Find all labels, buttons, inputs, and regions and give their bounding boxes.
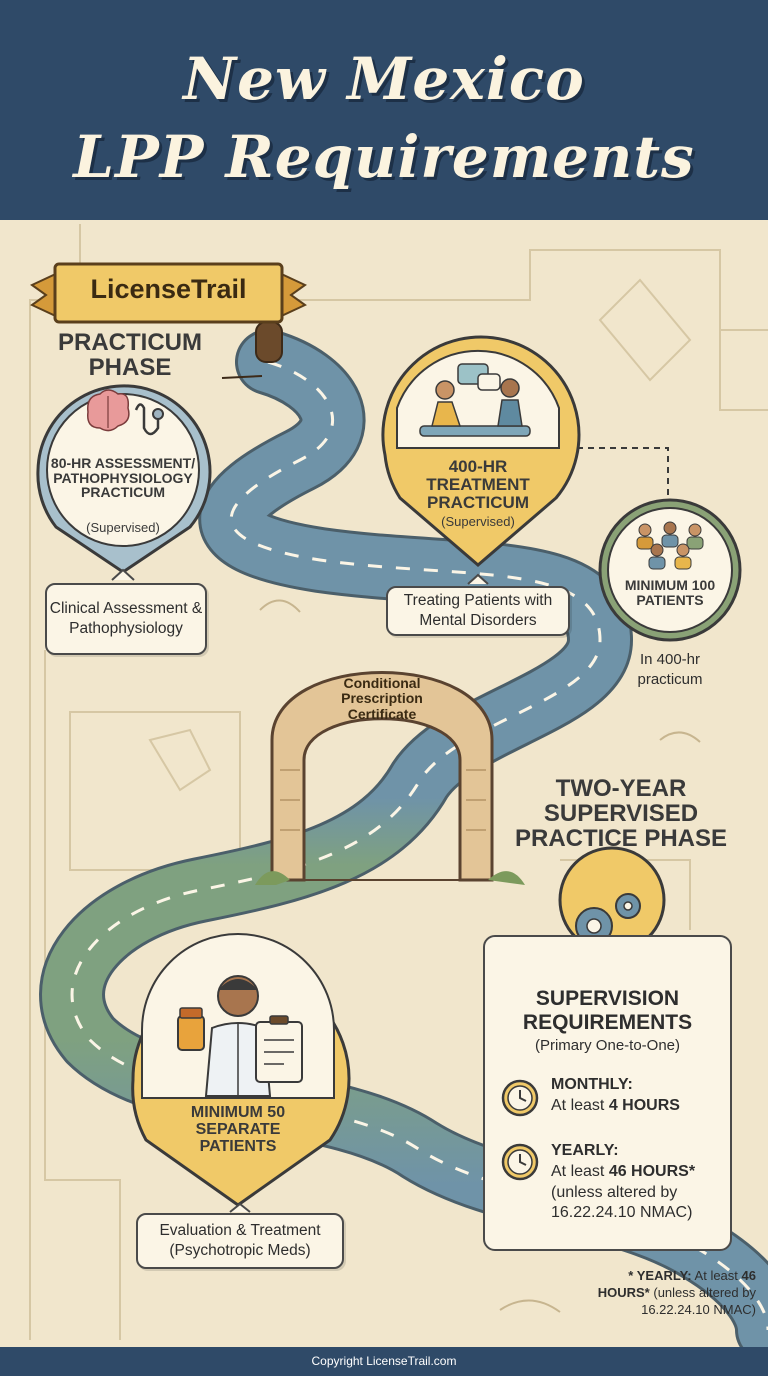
- footnote-note: (unless altered by 16.22.24.10 NMAC): [641, 1284, 756, 1317]
- eval-label: Evaluation & Treatment (Psychotropic Med…: [136, 1213, 344, 1269]
- title-header: New Mexico LPP Requirements: [0, 0, 768, 220]
- treatment-subtitle: (Supervised): [441, 514, 515, 529]
- yearly-label: YEARLY:: [551, 1142, 619, 1159]
- footnote-text: At least: [694, 1268, 738, 1283]
- footnote: * YEARLY: At least 46 HOURS* (unless alt…: [578, 1268, 756, 1319]
- treatment-label: Treating Patients with Mental Disorders: [386, 586, 570, 636]
- yearly-row: YEARLY: At least 46 HOURS* (unless alter…: [551, 1141, 721, 1224]
- road-centerline: [70, 360, 768, 1331]
- pointer-treatment: [467, 573, 489, 585]
- practicum-phase-label: PRACTICUM PHASE: [58, 329, 202, 382]
- supervision-subtitle: (Primary One-to-One): [534, 1037, 681, 1054]
- trail-map: [29, 224, 768, 1347]
- treatment-marker: [381, 335, 581, 567]
- certificate-arch: [255, 671, 525, 885]
- monthly-value: 4 HOURS: [608, 1096, 680, 1114]
- assessment-title: 80-HR ASSESSMENT/ PATHOPHYSIOLOGY PRACTI…: [50, 455, 196, 501]
- pointer-assessment: [111, 568, 135, 581]
- patients100-title: MINIMUM 100 PATIENTS: [624, 577, 716, 608]
- supervision-panel: SUPERVISION REQUIREMENTS (Primary One-to…: [483, 935, 732, 1251]
- licensetrail-banner-text: LicenseTrail: [90, 274, 247, 304]
- supervision-title: SUPERVISION REQUIREMENTS: [522, 987, 693, 1035]
- pointer-eval: [229, 1202, 251, 1213]
- footnote-value: 46 HOURS*: [597, 1268, 756, 1300]
- patients100-note: In 400-hr practicum: [637, 651, 703, 688]
- assessment-label: Clinical Assessment & Pathophysiology: [45, 583, 207, 655]
- hills: [259, 599, 701, 1313]
- monthly-prefix: At least: [551, 1096, 605, 1114]
- gear-icon: [558, 846, 666, 954]
- yearly-note: (unless altered by 16.22.24.10 NMAC): [551, 1183, 693, 1222]
- page-title-line1: New Mexico: [183, 45, 585, 113]
- yearly-value: 46 HOURS*: [608, 1162, 696, 1180]
- connector-line: [555, 447, 669, 505]
- patients50-marker: [131, 933, 351, 1207]
- treatment-title: 400-HR TREATMENT PRACTICUM: [426, 457, 530, 512]
- patients100-marker: [598, 498, 742, 642]
- patients50-title: MINIMUM 50 SEPARATE PATIENTS: [190, 1104, 286, 1155]
- clock-icon: [501, 1079, 539, 1117]
- yearly-prefix: At least: [551, 1162, 605, 1180]
- monthly-row: MONTHLY: At least 4 HOURS: [551, 1075, 680, 1117]
- footnote-label: * YEARLY:: [628, 1268, 692, 1283]
- supervised-phase-label: TWO-YEAR SUPERVISED PRACTICE PHASE: [514, 775, 728, 853]
- assessment-marker: [36, 384, 212, 574]
- assessment-subtitle: (Supervised): [86, 520, 160, 535]
- footer-copyright: Copyright LicenseTrail.com: [0, 1347, 768, 1376]
- clock-icon: [501, 1143, 539, 1181]
- licensetrail-banner: [30, 262, 307, 324]
- monthly-label: MONTHLY:: [551, 1076, 633, 1093]
- trail-door: [255, 321, 283, 363]
- arch-text: Conditional Prescription Certificate: [341, 675, 423, 722]
- page-title-line2: LPP Requirements: [73, 123, 695, 191]
